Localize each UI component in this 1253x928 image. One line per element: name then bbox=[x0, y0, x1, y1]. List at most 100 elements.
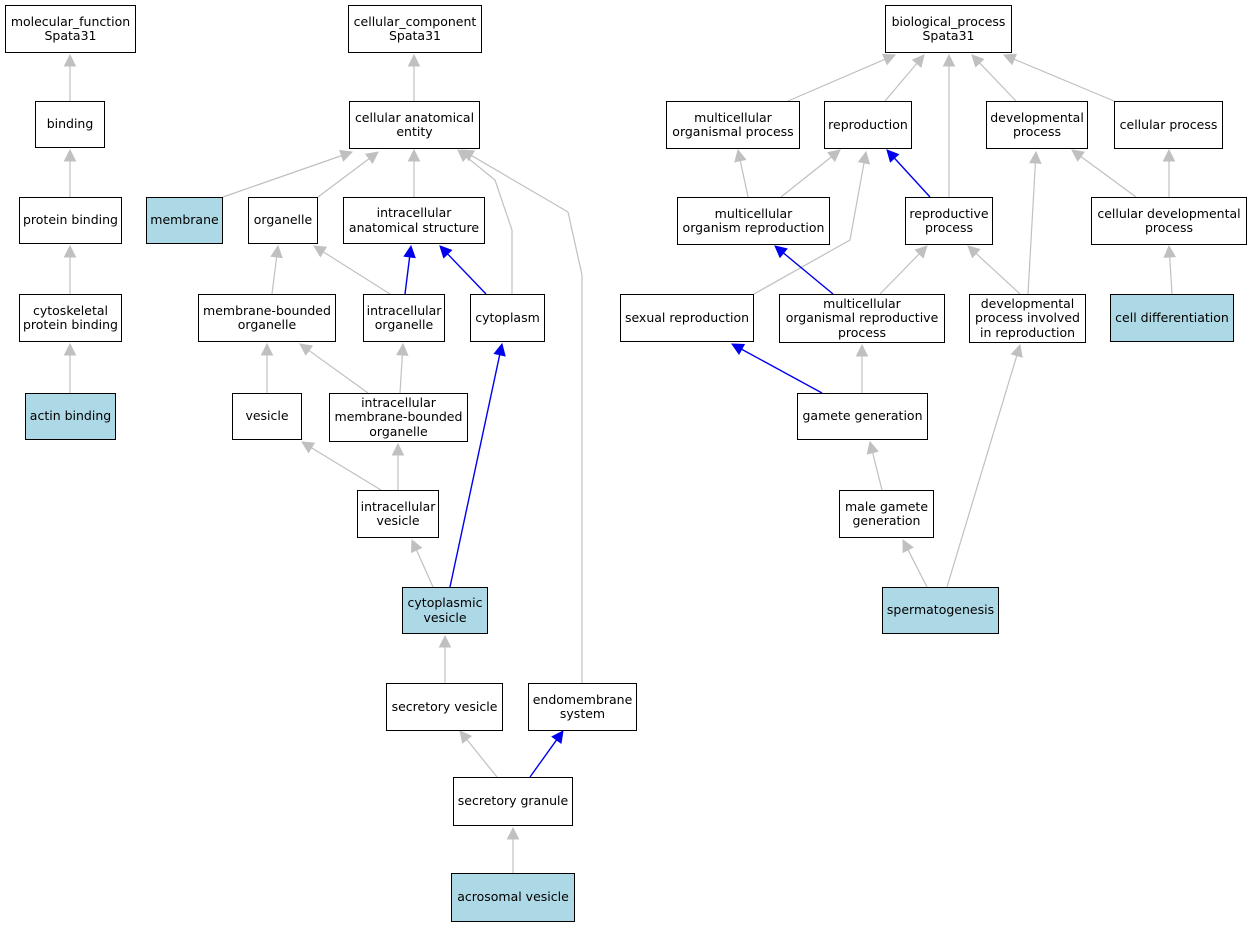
edge-line bbox=[1169, 256, 1173, 295]
arrowhead bbox=[270, 244, 283, 259]
edge-line bbox=[907, 549, 928, 588]
node-multicellular-organism-reproduction[interactable]: multicellular organism reproduction bbox=[677, 197, 830, 245]
edge-es-to-cae bbox=[461, 149, 583, 683]
node-protein-binding[interactable]: protein binding bbox=[19, 197, 122, 244]
edge-mbo-to-organelle bbox=[270, 244, 283, 295]
node-multicellular-organismal-process[interactable]: multicellular organismal process bbox=[666, 101, 800, 149]
edge-line bbox=[415, 549, 434, 588]
arrowhead bbox=[914, 245, 928, 259]
edge-actin-to-cytopb bbox=[63, 342, 77, 393]
arrowhead bbox=[1010, 343, 1023, 358]
node-intracellular-vesicle[interactable]: intracellular vesicle bbox=[357, 490, 439, 538]
node-intracellular-organelle[interactable]: intracellular organelle bbox=[363, 294, 445, 342]
node-cell-differentiation[interactable]: cell differentiation bbox=[1110, 294, 1234, 342]
edge-iv-to-imbo bbox=[391, 442, 405, 490]
edge-dpir-to-devp bbox=[1027, 150, 1042, 295]
node-membrane[interactable]: membrane bbox=[146, 197, 223, 244]
node-developmental-process-involved-in-reproduction[interactable]: developmental process involved in reprod… bbox=[969, 294, 1086, 343]
edge-celldiff-to-cdp bbox=[1163, 244, 1177, 295]
edge-line bbox=[946, 355, 1018, 588]
node-multicellular-organismal-reproductive-process[interactable]: multicellular organismal reproductive pr… bbox=[779, 294, 945, 343]
node-cellular-anatomical-entity[interactable]: cellular anatomical entity bbox=[349, 101, 480, 149]
node-male-gamete-generation[interactable]: male gamete generation bbox=[839, 490, 934, 538]
edge-line bbox=[741, 348, 823, 394]
edge-mgg-to-gg bbox=[866, 440, 883, 491]
node-acrosomal-vesicle[interactable]: acrosomal vesicle bbox=[451, 873, 575, 922]
edge-line bbox=[879, 253, 920, 295]
node-reproduction[interactable]: reproduction bbox=[824, 101, 912, 149]
arrowhead bbox=[971, 54, 985, 68]
edge-iv-to-vesicle bbox=[301, 441, 382, 491]
node-cellular-process[interactable]: cellular process bbox=[1114, 101, 1223, 149]
arrowhead bbox=[391, 442, 405, 456]
node-actin-binding[interactable]: actin binding bbox=[25, 393, 116, 440]
arrowhead bbox=[774, 245, 788, 259]
edge-cae-to-cc bbox=[407, 53, 421, 101]
edge-line bbox=[466, 739, 498, 778]
node-membrane-bounded-organelle[interactable]: membrane-bounded organelle bbox=[198, 294, 336, 342]
arrowhead bbox=[407, 53, 421, 67]
arrowhead bbox=[866, 440, 879, 455]
edge-membrane-to-cae bbox=[222, 149, 354, 198]
edge-pbind-to-binding bbox=[63, 148, 77, 197]
edge-ias-to-cae bbox=[407, 148, 421, 197]
edge-line bbox=[271, 256, 278, 295]
node-vesicle[interactable]: vesicle bbox=[232, 393, 302, 440]
arrowhead bbox=[1071, 149, 1086, 162]
edge-line bbox=[1080, 156, 1137, 198]
edge-dpir-to-rp bbox=[967, 245, 1021, 295]
node-organelle[interactable]: organelle bbox=[248, 197, 318, 244]
edge-gg-to-morp bbox=[855, 343, 869, 393]
arrowhead bbox=[886, 149, 900, 163]
node-binding[interactable]: binding bbox=[35, 101, 105, 148]
arrowhead bbox=[734, 148, 747, 163]
edge-binding-to-mf bbox=[63, 53, 77, 101]
arrowhead bbox=[396, 342, 409, 356]
node-secretory-granule[interactable]: secretory granule bbox=[453, 777, 573, 826]
node-cellular-developmental-process[interactable]: cellular developmental process bbox=[1091, 197, 1247, 245]
edge-line bbox=[884, 63, 918, 102]
node-cytoplasmic-vesicle[interactable]: cytoplasmic vesicle bbox=[402, 587, 488, 634]
node-molecular-function[interactable]: molecular_function Spata31 bbox=[5, 5, 136, 53]
edge-morp-to-mor bbox=[774, 245, 834, 295]
node-biological-process[interactable]: biological_process Spata31 bbox=[885, 5, 1012, 53]
edge-line bbox=[529, 739, 558, 778]
arrowhead bbox=[410, 538, 423, 554]
edge-line bbox=[447, 253, 487, 295]
edge-io-to-ias bbox=[403, 244, 416, 295]
edge-line bbox=[1013, 58, 1115, 102]
node-reproductive-process[interactable]: reproductive process bbox=[905, 197, 993, 245]
edge-cytoplasm-to-ias bbox=[439, 245, 487, 295]
arrowhead bbox=[301, 441, 316, 454]
node-secretory-vesicle[interactable]: secretory vesicle bbox=[386, 683, 503, 731]
arrowhead bbox=[63, 244, 77, 258]
node-endomembrane-system[interactable]: endomembrane system bbox=[528, 683, 637, 731]
edge-sperm-to-dpir bbox=[946, 343, 1023, 588]
edge-cdp-to-cellp bbox=[1162, 148, 1176, 197]
arrowhead bbox=[827, 149, 841, 163]
node-intracellular-membrane-bounded-organelle[interactable]: intracellular membrane-bounded organelle bbox=[329, 393, 468, 442]
node-developmental-process[interactable]: developmental process bbox=[986, 101, 1088, 149]
node-intracellular-anatomical-structure[interactable]: intracellular anatomical structure bbox=[343, 197, 485, 244]
node-spermatogenesis[interactable]: spermatogenesis bbox=[882, 587, 999, 634]
node-sexual-reproduction[interactable]: sexual reproduction bbox=[620, 294, 754, 342]
edge-line bbox=[753, 162, 865, 295]
node-cytoskeletal-protein-binding[interactable]: cytoskeletal protein binding bbox=[19, 294, 122, 342]
node-gamete-generation[interactable]: gamete generation bbox=[797, 393, 928, 440]
node-cellular-component[interactable]: cellular_component Spata31 bbox=[348, 5, 482, 53]
edge-cellp-to-bp bbox=[1002, 53, 1115, 102]
edge-line bbox=[308, 349, 369, 394]
edge-line bbox=[404, 256, 411, 295]
arrowhead bbox=[857, 150, 871, 165]
edge-rp-to-repro bbox=[886, 149, 931, 198]
edge-sexrep-to-repro bbox=[753, 150, 871, 295]
edge-io-to-organelle bbox=[313, 245, 391, 295]
edge-vesicle-to-mbo bbox=[260, 342, 274, 393]
edge-mop-to-bp bbox=[787, 53, 897, 102]
arrowhead bbox=[731, 343, 746, 356]
edge-line bbox=[471, 155, 583, 683]
node-cytoplasm[interactable]: cytoplasm bbox=[470, 294, 545, 342]
arrowhead bbox=[63, 342, 77, 356]
